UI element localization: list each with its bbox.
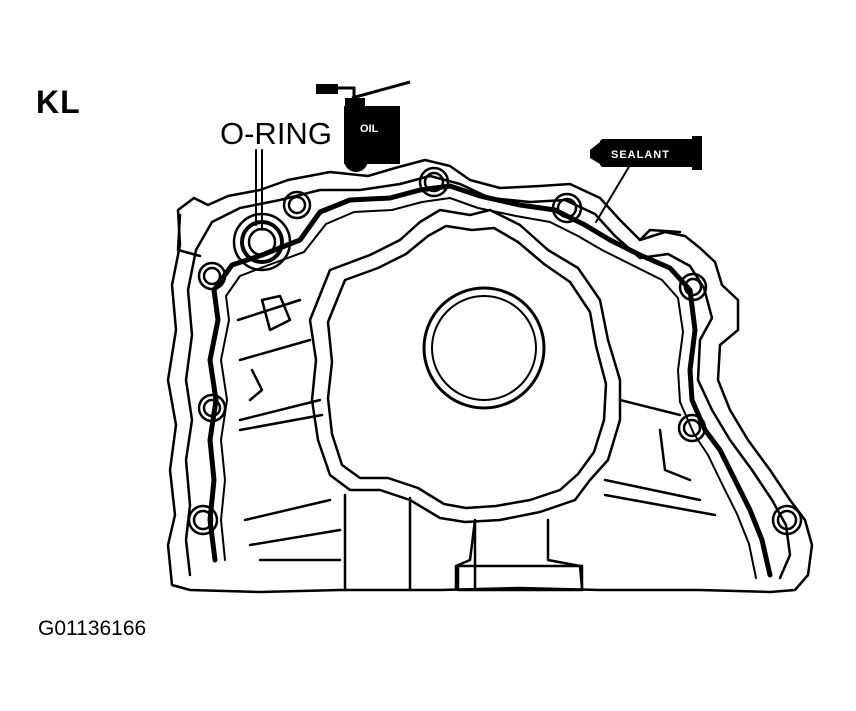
bolt-hole	[551, 192, 583, 224]
bolt-hole	[682, 418, 702, 438]
bolt-hole	[677, 413, 707, 443]
bolt-hole	[187, 504, 219, 536]
outlet-boss	[454, 518, 477, 592]
bolt-hole	[423, 171, 445, 193]
side-boss	[658, 428, 692, 482]
bolt-hole	[197, 261, 227, 291]
bolt-hole	[776, 509, 798, 531]
oring-port	[247, 227, 277, 257]
bolt-hole	[678, 272, 708, 302]
sealant-bead-path-inner	[220, 197, 757, 579]
side-boss	[260, 294, 292, 332]
rib	[603, 493, 717, 517]
shaft-bore	[422, 286, 546, 410]
rib	[238, 338, 312, 362]
shaft-bore-inner	[431, 295, 537, 401]
outlet-boss	[546, 518, 584, 590]
pump-body	[308, 208, 622, 524]
oring-callout-label: O-RING	[220, 116, 332, 151]
bolt-hole	[202, 398, 222, 418]
rib	[243, 498, 332, 522]
sealant-bead-path	[207, 183, 773, 578]
rib	[603, 478, 702, 502]
outlet-flange	[456, 564, 584, 592]
sealant-leader	[595, 164, 631, 223]
side-boss	[176, 213, 202, 258]
oil-can-label: OIL	[360, 123, 379, 135]
rib	[238, 413, 324, 432]
rib	[238, 398, 322, 422]
housing-inner-edge	[184, 174, 792, 580]
bolt-hole	[556, 197, 578, 219]
bolt-hole	[771, 504, 803, 536]
rib	[618, 398, 682, 417]
sealant-tube-label: SEALANT	[611, 149, 670, 161]
sealant-tube-icon: SEALANT	[590, 136, 702, 170]
figure-id-label: G01136166	[38, 617, 147, 640]
bolt-hole	[418, 166, 450, 198]
side-boss	[638, 228, 682, 242]
housing-outline	[166, 158, 814, 594]
pump-body-inner	[326, 224, 608, 510]
rib	[248, 528, 342, 547]
bolt-hole	[192, 509, 214, 531]
bolt-hole	[282, 190, 312, 220]
side-boss	[248, 368, 264, 402]
bolt-hole	[287, 195, 307, 215]
oil-can-icon: OIL	[316, 80, 411, 172]
bolt-hole	[197, 393, 227, 423]
engine-code-label: KL	[36, 84, 81, 120]
bolt-hole	[202, 266, 222, 286]
bolt-hole	[683, 277, 703, 297]
rib	[236, 298, 302, 322]
